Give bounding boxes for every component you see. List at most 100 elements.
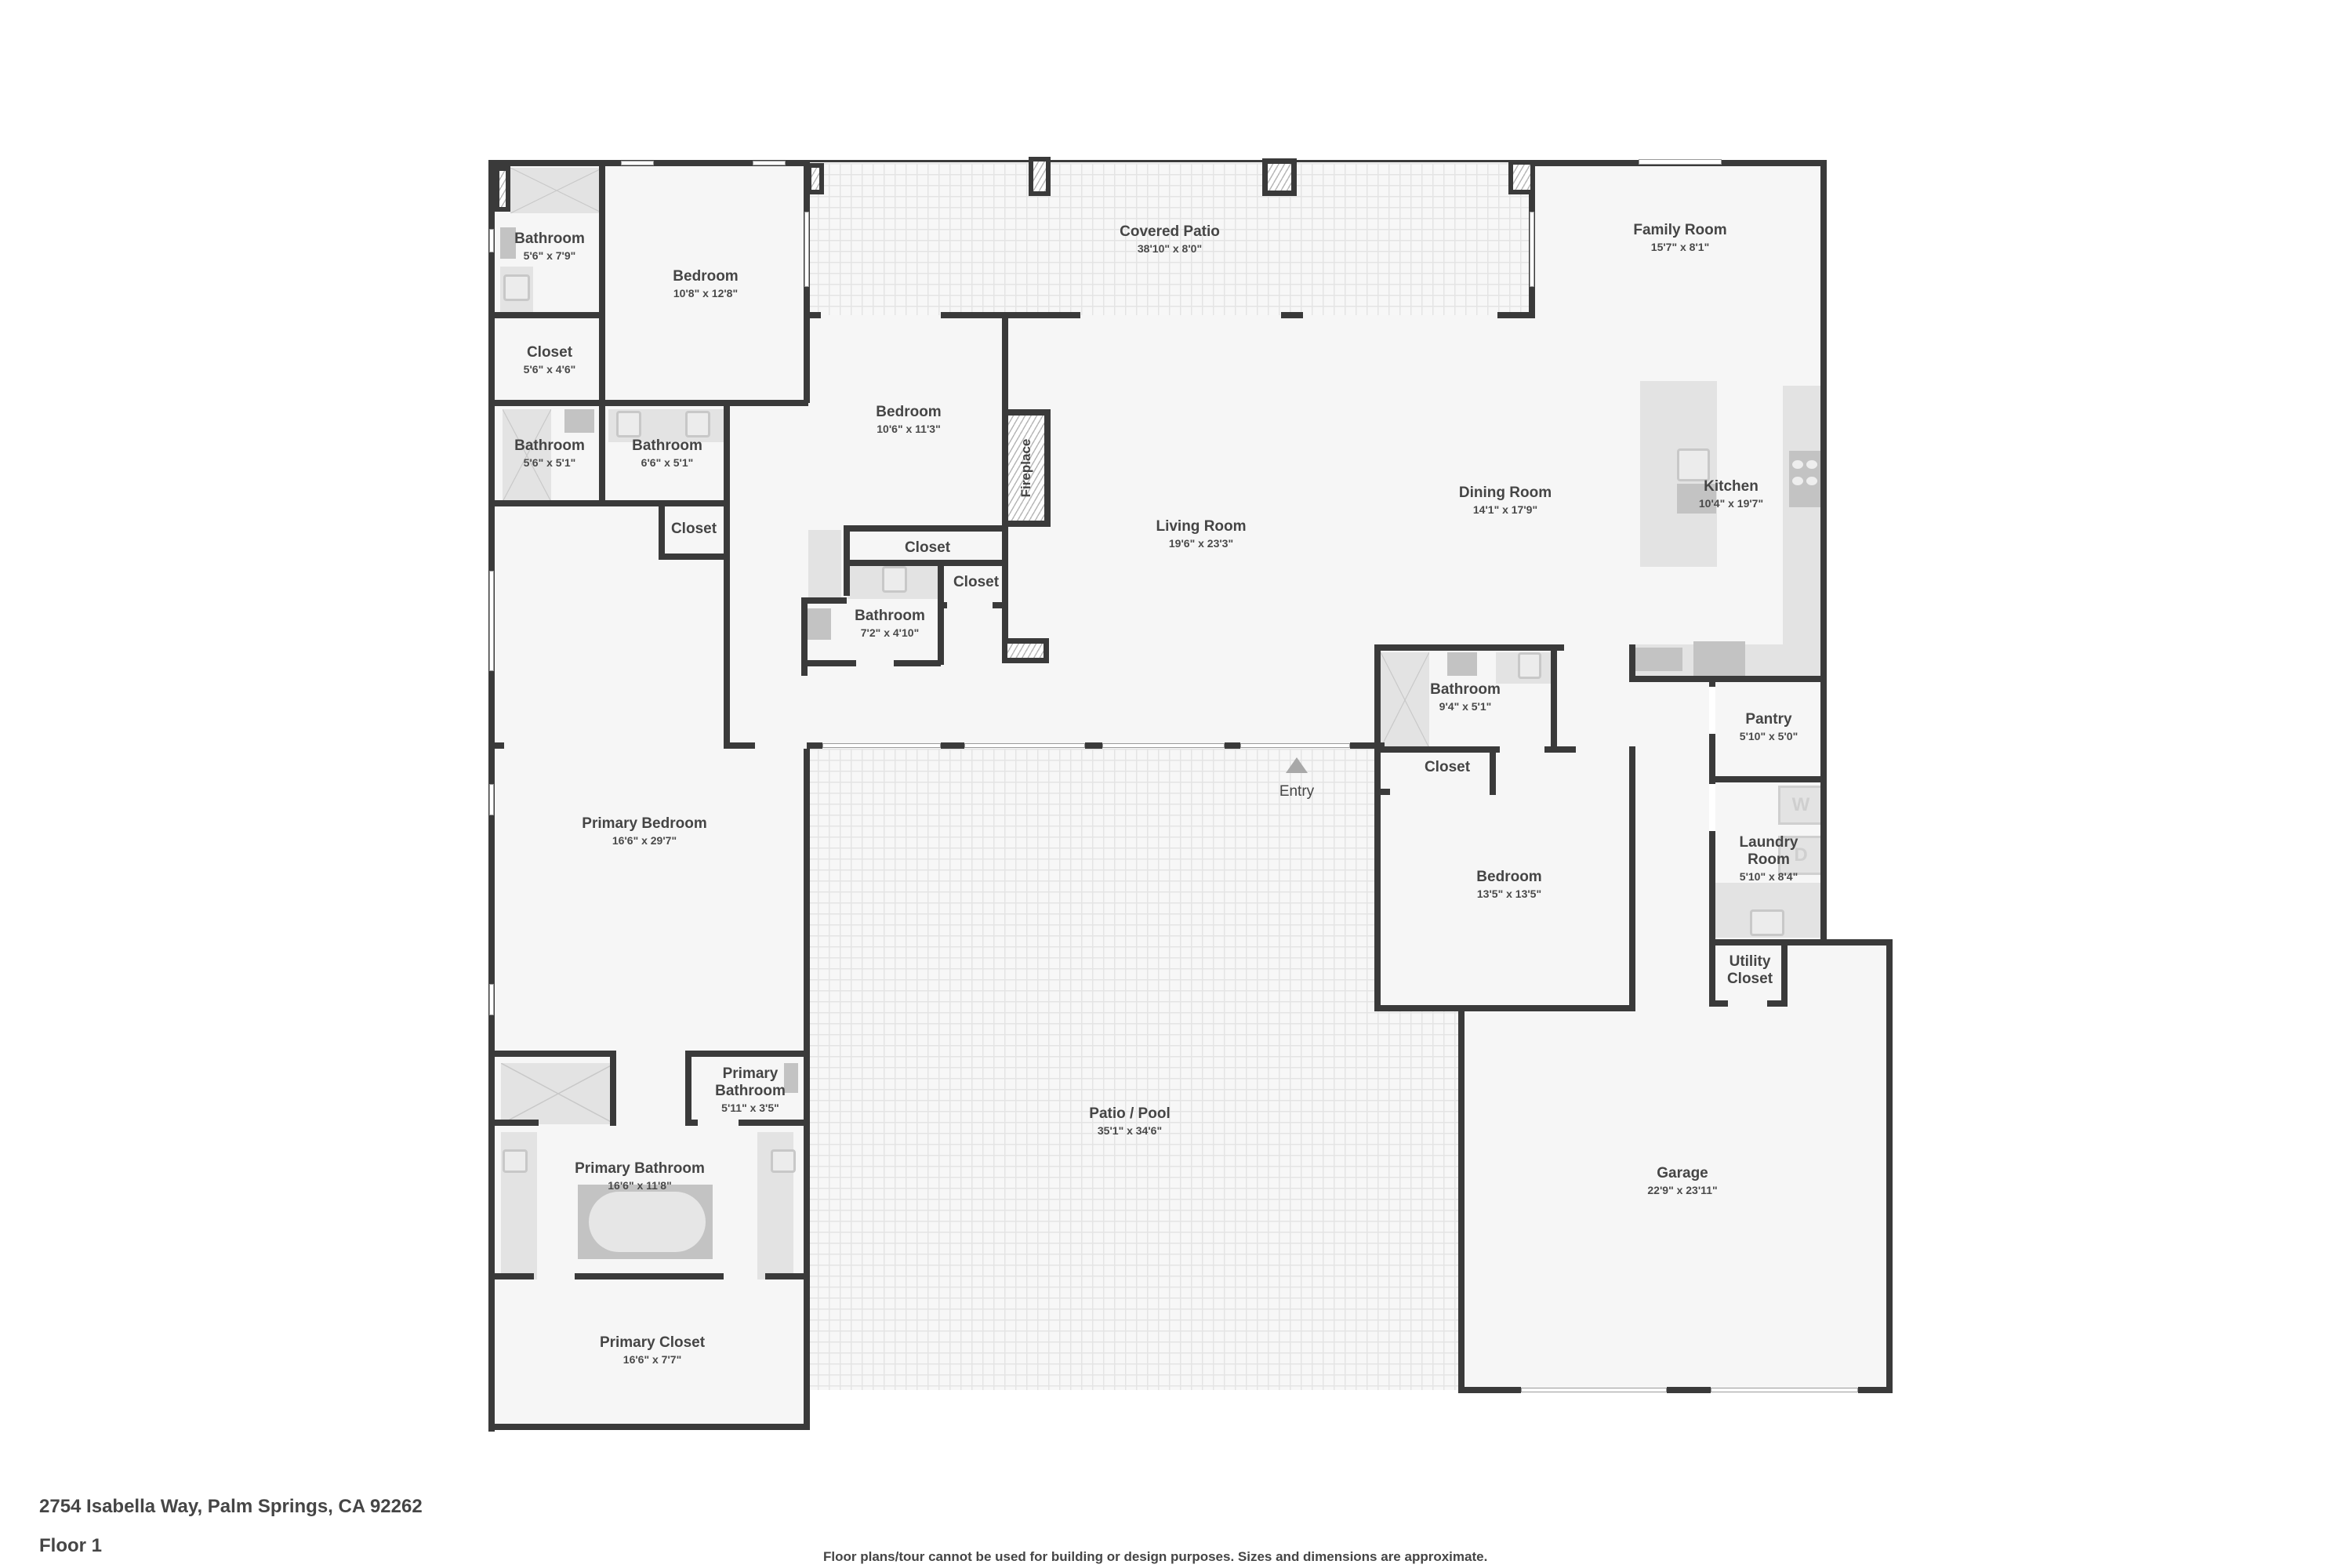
wall bbox=[807, 312, 821, 318]
column-icon bbox=[807, 163, 824, 194]
window bbox=[1102, 743, 1225, 748]
toilet-icon bbox=[1447, 652, 1477, 676]
wall bbox=[685, 1051, 691, 1126]
garage-floor bbox=[1461, 941, 1891, 1390]
sink-icon bbox=[685, 411, 710, 437]
wall bbox=[610, 1051, 616, 1126]
wall bbox=[495, 500, 730, 506]
sink-icon bbox=[1518, 652, 1541, 679]
kitchen-sink-icon bbox=[1677, 448, 1710, 481]
door-opening bbox=[1709, 687, 1715, 734]
shower-primary-bath bbox=[501, 1063, 615, 1124]
sink-icon bbox=[882, 566, 907, 593]
window bbox=[621, 161, 654, 165]
wall bbox=[659, 554, 729, 560]
burner-icon bbox=[1806, 460, 1817, 469]
wall bbox=[801, 660, 856, 666]
window bbox=[489, 229, 494, 252]
disclaimer: Floor plans/tour cannot be used for buil… bbox=[823, 1549, 1488, 1564]
laundry-sink-icon bbox=[1750, 909, 1784, 936]
wall bbox=[1490, 750, 1496, 795]
window bbox=[804, 212, 809, 287]
refrigerator-icon bbox=[1693, 641, 1745, 676]
wall bbox=[1350, 742, 1385, 749]
wall bbox=[495, 1051, 616, 1057]
wall bbox=[801, 597, 808, 676]
wall bbox=[844, 525, 1008, 532]
window bbox=[1240, 743, 1350, 748]
toilet-icon bbox=[784, 1063, 798, 1093]
wall bbox=[1281, 312, 1303, 318]
wall bbox=[807, 742, 822, 749]
column-icon bbox=[495, 166, 510, 212]
room-fill-hall bbox=[728, 404, 807, 749]
toilet-icon bbox=[806, 608, 831, 640]
wall bbox=[495, 1120, 539, 1126]
wall bbox=[1374, 644, 1564, 651]
window bbox=[822, 743, 941, 748]
wall bbox=[724, 403, 730, 745]
wall bbox=[599, 163, 605, 403]
wall bbox=[1497, 312, 1535, 318]
room-fill-family bbox=[1535, 163, 1827, 315]
wall bbox=[1767, 1000, 1788, 1007]
kitchen-counter-right bbox=[1783, 386, 1820, 676]
wall bbox=[1667, 1387, 1711, 1393]
wall bbox=[1629, 746, 1635, 1010]
wall bbox=[1002, 560, 1008, 662]
wall bbox=[659, 502, 665, 558]
toilet-icon bbox=[564, 409, 594, 433]
wall bbox=[993, 602, 1008, 608]
wall bbox=[685, 1051, 807, 1057]
garage-door bbox=[1521, 1388, 1667, 1392]
wall bbox=[495, 312, 604, 318]
sink-icon bbox=[503, 274, 530, 301]
covered-patio-floor bbox=[807, 163, 1535, 315]
hall-cabinet bbox=[808, 530, 841, 597]
wall bbox=[724, 742, 755, 749]
wall bbox=[1374, 746, 1500, 753]
bathtub-icon bbox=[578, 1185, 713, 1259]
burner-icon bbox=[1806, 477, 1817, 485]
wall bbox=[801, 597, 847, 604]
property-address: 2754 Isabella Way, Palm Springs, CA 9226… bbox=[39, 1496, 423, 1517]
wall bbox=[1709, 1000, 1728, 1007]
wall bbox=[844, 560, 1008, 566]
wall bbox=[1551, 644, 1557, 753]
wall bbox=[1709, 939, 1893, 946]
window bbox=[489, 571, 494, 671]
window bbox=[489, 984, 494, 1015]
shower-upper-left bbox=[510, 168, 603, 213]
column-icon bbox=[1029, 157, 1051, 196]
shower-mid-left bbox=[503, 409, 551, 502]
washer-icon: W bbox=[1778, 786, 1824, 825]
window bbox=[1530, 212, 1534, 287]
wall bbox=[1458, 1387, 1521, 1393]
wall bbox=[807, 160, 1535, 162]
wall bbox=[1544, 746, 1576, 753]
wall bbox=[1886, 939, 1893, 1393]
wall bbox=[765, 1273, 807, 1279]
room-label: Closet bbox=[1424, 759, 1471, 776]
wall bbox=[938, 560, 944, 665]
column-icon bbox=[1508, 160, 1535, 194]
entry-label: Entry bbox=[1279, 783, 1315, 800]
